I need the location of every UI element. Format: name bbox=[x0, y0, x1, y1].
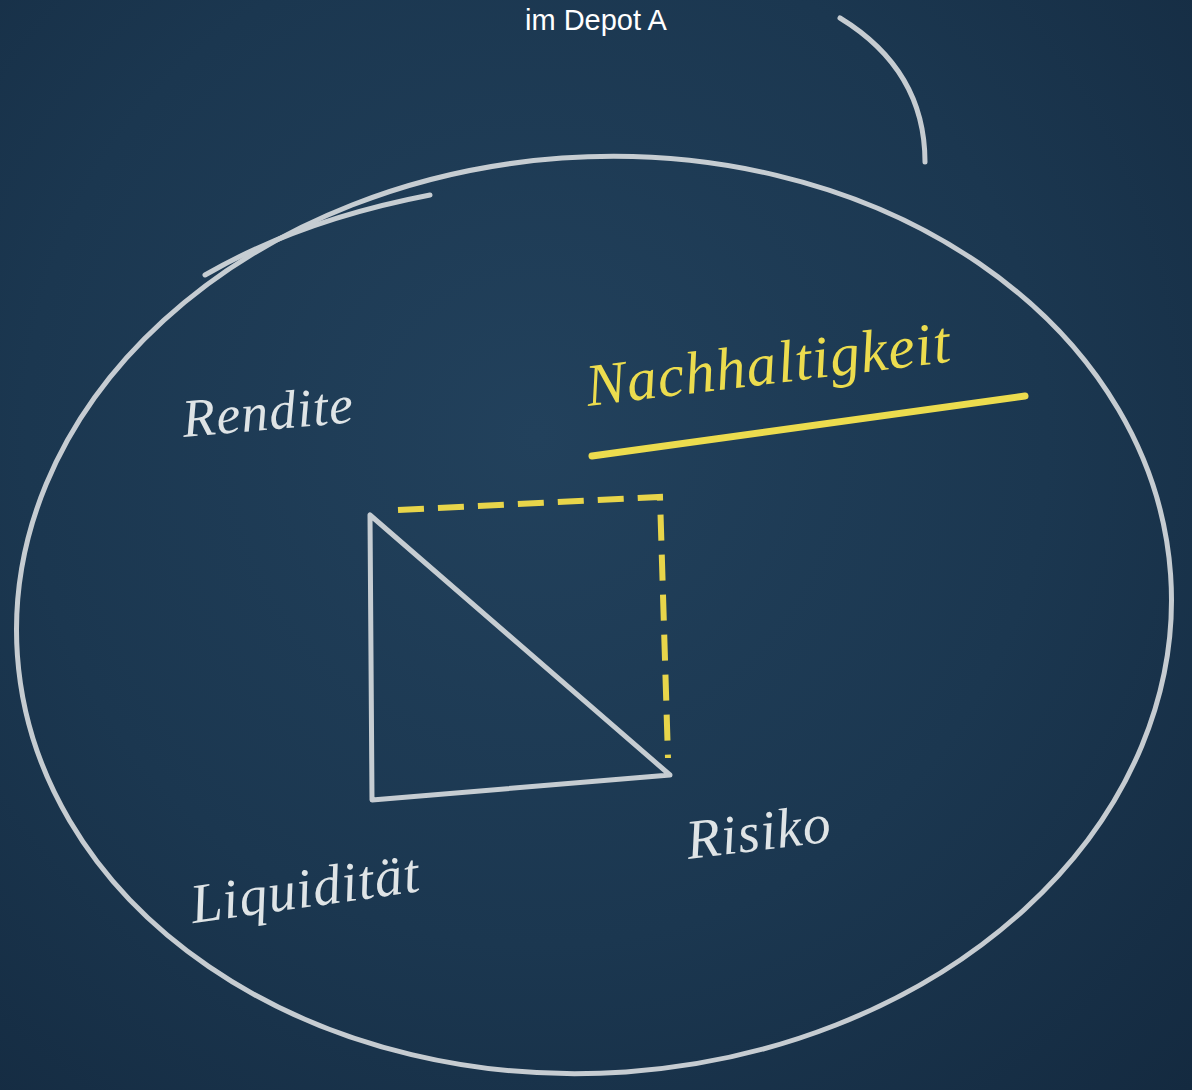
chalk-overlap-stroke bbox=[205, 195, 430, 275]
chalk-label: Nachhaltigkeit bbox=[582, 308, 955, 421]
chalk-label: Liquidität bbox=[186, 840, 424, 936]
chalk-label: Risiko bbox=[682, 791, 835, 872]
heading: im Depot A bbox=[525, 4, 667, 37]
triangle bbox=[370, 515, 670, 800]
chalk-label: Rendite bbox=[180, 373, 357, 450]
chalk-arc bbox=[840, 18, 925, 162]
enclosing-ellipse bbox=[0, 118, 1192, 1090]
dashed-extension bbox=[398, 497, 668, 758]
